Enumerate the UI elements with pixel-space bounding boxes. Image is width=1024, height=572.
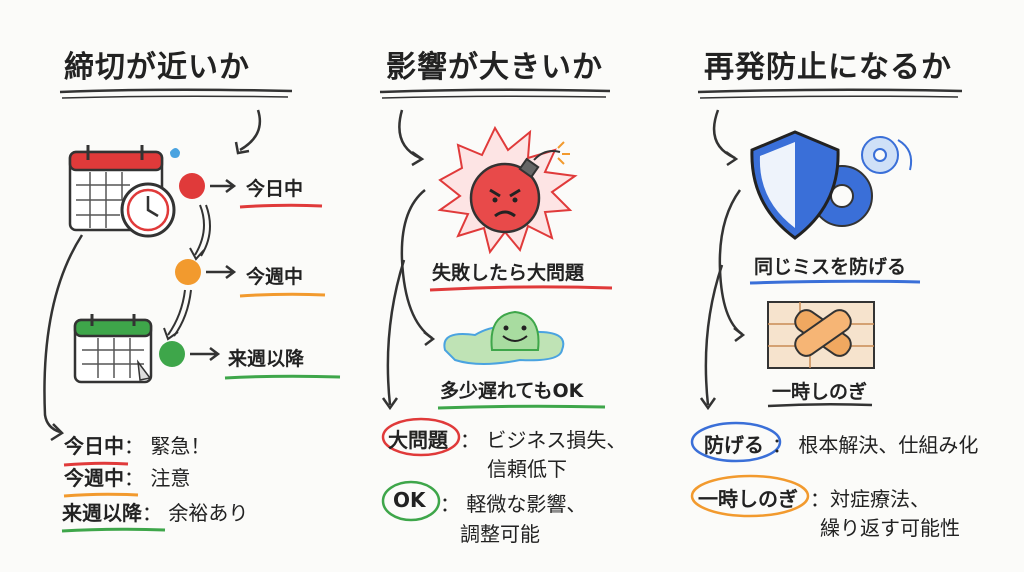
calendar-clock-icon (68, 145, 180, 238)
summary-desc: ： 余裕あり (142, 501, 249, 525)
summary-desc-big-problem-2: 信頼低下 (487, 457, 567, 481)
step-label-today: 今日中 (246, 178, 304, 200)
summary-term-big-problem: 大問題 (388, 428, 448, 452)
label-temporary-fix: 一時しのぎ (772, 381, 868, 403)
summary-term: 来週以降 (62, 501, 142, 525)
status-dot-orange (175, 259, 201, 285)
summary-desc-temporary-2: 繰り返す可能性 (820, 516, 960, 540)
summary-term: 今日中 (64, 434, 124, 458)
summary-term-ok: OK (393, 488, 426, 512)
smiley-puddle-icon (443, 310, 565, 365)
summary-row-today: 今日中： 緊急！ (64, 430, 210, 459)
status-dot-green (159, 341, 185, 367)
shield-gear-icon (750, 130, 913, 240)
summary-term-prevent: 防げる (704, 433, 764, 457)
calendar-icon (73, 314, 153, 384)
label-prevent-same-mistake: 同じミスを防げる (754, 256, 907, 278)
status-dot-red (179, 173, 205, 199)
step-label-this-week: 今週中 (246, 266, 304, 288)
column-2-title: 影響が大きいか (386, 50, 603, 85)
step-label-next-week: 来週以降 (228, 348, 305, 370)
summary-desc: ： 緊急！ (124, 434, 211, 458)
summary-desc: ： 注意 (124, 466, 191, 490)
summary-desc-prevent: ： 根本解決、仕組み化 (772, 433, 979, 457)
column-3-title: 再発防止になるか (704, 50, 952, 85)
bandage-icon (767, 301, 875, 369)
summary-row-next-week: 来週以降： 余裕あり (62, 497, 248, 526)
summary-desc-big-problem-1: ： ビジネス損失、 (460, 428, 627, 452)
bomb-icon (437, 125, 578, 255)
column-1-title: 締切が近いか (64, 50, 250, 85)
summary-row-this-week: 今週中： 注意 (64, 462, 190, 491)
summary-desc-temporary-1: ：対症療法、 (810, 487, 930, 511)
label-big-problem: 失敗したら大問題 (432, 262, 585, 284)
summary-term-temporary: 一時しのぎ (698, 487, 798, 511)
summary-desc-ok-1: ： 軽微な影響、 (440, 492, 587, 516)
label-ok-if-late: 多少遅れてもOK (440, 380, 584, 402)
summary-term: 今週中 (64, 466, 124, 490)
summary-desc-ok-2: 調整可能 (460, 522, 540, 546)
